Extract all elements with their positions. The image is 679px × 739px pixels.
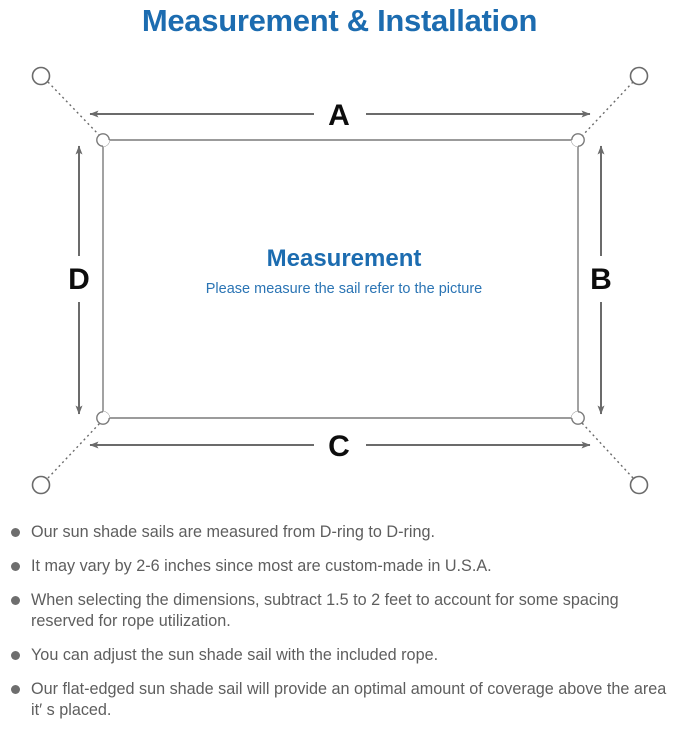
diagram-center-subtext: Please measure the sail refer to the pic… xyxy=(206,281,482,297)
diagram-canvas: A C D B Measurement Please measure the s… xyxy=(31,66,649,495)
list-item: When selecting the dimensions, subtract … xyxy=(0,590,679,632)
bullet-icon xyxy=(11,562,20,571)
note-text: When selecting the dimensions, subtract … xyxy=(31,591,619,630)
list-item: You can adjust the sun shade sail with t… xyxy=(0,645,679,666)
page-title: Measurement & Installation xyxy=(141,3,538,38)
dimension-label-b: B xyxy=(590,263,612,296)
sail-body xyxy=(102,139,579,419)
dimension-label-d: D xyxy=(68,263,90,296)
list-item: Our flat-edged sun shade sail will provi… xyxy=(0,679,679,721)
anchor-top-left xyxy=(31,66,51,86)
anchor-top-right xyxy=(629,66,649,86)
list-item: It may vary by 2-6 inches since most are… xyxy=(0,556,679,577)
rope-top-right xyxy=(581,81,634,137)
diagram-center-heading: Measurement xyxy=(267,245,422,272)
d-ring-notch-bottom-right xyxy=(571,411,578,418)
bullet-icon xyxy=(11,651,20,660)
rope-top-left xyxy=(47,81,101,137)
note-text: It may vary by 2-6 inches since most are… xyxy=(31,557,492,575)
dimension-label-c: C xyxy=(328,430,350,463)
note-text: Our flat-edged sun shade sail will provi… xyxy=(31,680,667,719)
anchor-bottom-right xyxy=(629,475,649,495)
bullet-icon xyxy=(11,528,20,537)
note-text: You can adjust the sun shade sail with t… xyxy=(31,646,439,664)
rope-bottom-right xyxy=(581,422,634,479)
d-ring-notch-bottom-left xyxy=(103,411,110,418)
rope-bottom-left xyxy=(47,422,101,479)
dimension-label-a: A xyxy=(328,99,350,132)
bullet-icon xyxy=(11,596,20,605)
anchor-bottom-left xyxy=(31,475,51,495)
note-text: Our sun shade sails are measured from D-… xyxy=(31,523,435,541)
bullet-icon xyxy=(11,685,20,694)
d-ring-notch-top-right xyxy=(571,140,578,147)
list-item: Our sun shade sails are measured from D-… xyxy=(0,522,679,543)
measurement-diagram: A C D B Measurement Please measure the s… xyxy=(0,44,679,514)
notes-list: Our sun shade sails are measured from D-… xyxy=(0,522,679,734)
d-ring-notch-top-left xyxy=(103,140,110,147)
